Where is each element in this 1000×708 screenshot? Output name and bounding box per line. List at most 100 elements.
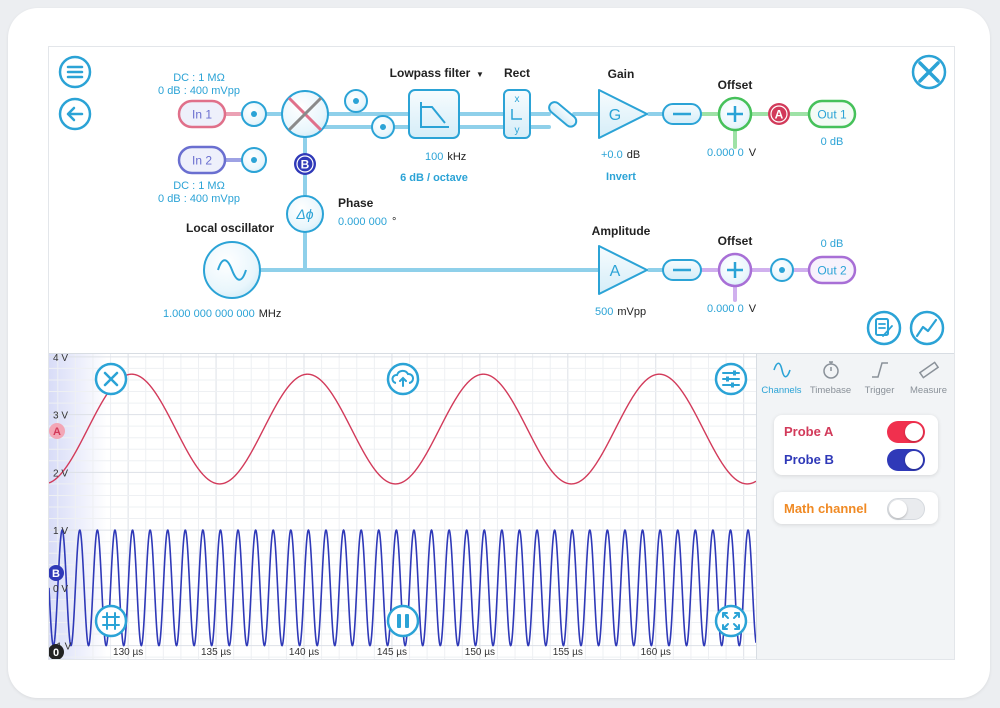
out2-gain[interactable]: 0 dB [821, 238, 844, 250]
in1-range: 0 dB : 400 mVpp [158, 85, 240, 97]
probe-b-label: Probe B [784, 452, 834, 467]
out2-probe-point[interactable] [770, 258, 794, 282]
tab-channels-label: Channels [761, 385, 802, 396]
gain-invert-button[interactable]: Invert [606, 171, 636, 183]
math-channel-toggle[interactable] [887, 498, 925, 520]
probe-a-label: Probe A [784, 424, 834, 439]
phase-shifter-block[interactable]: Δϕ [286, 195, 324, 233]
svg-text:A: A [775, 108, 784, 122]
phase-value[interactable]: 0.000 000° [338, 216, 396, 228]
trend-chart-icon[interactable] [909, 310, 945, 346]
tab-timebase-label: Timebase [809, 385, 852, 396]
fullscreen-icon[interactable] [714, 604, 748, 638]
tab-measure[interactable]: Measure [904, 354, 953, 400]
probe-a-toggle[interactable] [887, 421, 925, 443]
mixer-out-probe-1[interactable] [344, 89, 368, 113]
tab-trigger[interactable]: Trigger [855, 354, 904, 400]
lowpass-title: Lowpass filter [390, 66, 471, 80]
notes-edit-icon[interactable] [866, 310, 902, 346]
cloud-upload-icon[interactable] [386, 362, 420, 396]
back-arrow-icon[interactable] [58, 97, 92, 131]
y-tick-label: -1 V [53, 642, 72, 653]
pause-icon[interactable] [386, 604, 420, 638]
probe-b-row[interactable]: Probe B [774, 445, 938, 473]
x-tick-label: 155 µs [553, 647, 583, 658]
input-2-button[interactable]: In 2 [177, 145, 227, 175]
mixer-icon[interactable] [281, 90, 329, 138]
rect-title: Rect [504, 66, 530, 80]
probe-a-level-marker[interactable]: A [49, 423, 65, 439]
lowpass-slope[interactable]: 6 dB / octave [400, 172, 468, 184]
x-tick-label: 130 µs [113, 647, 143, 658]
lowpass-filter-block[interactable] [408, 89, 460, 139]
lowpass-dropdown-icon[interactable]: ▼ [476, 70, 484, 79]
app-window: DC : 1 MΩ 0 dB : 400 mVpp In 1 In 2 DC :… [48, 46, 955, 660]
block-diagram: DC : 1 MΩ 0 dB : 400 mVpp In 1 In 2 DC :… [58, 54, 947, 346]
in2-range: 0 dB : 400 mVpp [158, 193, 240, 205]
input-1-label: In 1 [192, 108, 212, 122]
output-2-button[interactable]: Out 2 [807, 255, 857, 285]
y-tick-label: 3 V [53, 411, 68, 422]
y-tick-label: 2 V [53, 468, 68, 479]
output-2-label: Out 2 [817, 264, 847, 278]
probe-b-toggle[interactable] [887, 449, 925, 471]
tools-settings-icon[interactable] [911, 54, 947, 90]
oscillator-title: Local oscillator [186, 221, 274, 235]
local-oscillator-block[interactable] [203, 241, 261, 299]
output-1-button[interactable]: Out 1 [807, 99, 857, 129]
negate-button-1[interactable] [662, 103, 702, 125]
svg-text:y: y [515, 125, 520, 136]
in2-probe-point[interactable] [241, 147, 267, 173]
menu-icon[interactable] [58, 55, 92, 89]
svg-text:x: x [515, 94, 520, 105]
svg-text:B: B [301, 158, 310, 172]
close-icon[interactable] [94, 362, 128, 396]
in2-coupling: DC : 1 MΩ [173, 180, 225, 192]
in1-probe-point[interactable] [241, 101, 267, 127]
x-tick-label: 145 µs [377, 647, 407, 658]
svg-text:A: A [610, 263, 621, 280]
rect-toggle-link[interactable] [547, 100, 579, 129]
sliders-settings-icon[interactable] [714, 362, 748, 396]
out1-gain[interactable]: 0 dB [821, 136, 844, 148]
trace-probe-a [49, 373, 757, 485]
x-tick-label: 140 µs [289, 647, 319, 658]
y-tick-label: 0 V [53, 584, 68, 595]
x-tick-label: 135 µs [201, 647, 231, 658]
input-1-button[interactable]: In 1 [177, 99, 227, 129]
rect-block[interactable]: x y [503, 89, 531, 139]
tab-channels[interactable]: Channels [757, 354, 806, 400]
gain-block[interactable]: G [598, 89, 648, 139]
tab-timebase[interactable]: Timebase [806, 354, 855, 400]
math-channel-card: Math channel [774, 492, 938, 524]
channel-side-panel: Channels Timebase Trigger Measure Probe … [756, 353, 954, 659]
offset2-adder-icon[interactable] [717, 252, 753, 288]
math-channel-row[interactable]: Math channel [774, 494, 938, 522]
y-tick-label: 4 V [53, 354, 68, 364]
math-channel-label: Math channel [784, 501, 868, 516]
tab-trigger-label: Trigger [864, 385, 895, 396]
mixer-out-probe-2[interactable] [371, 115, 395, 139]
probe-a-marker-diagram[interactable]: A [768, 103, 790, 125]
probe-b-level-marker[interactable]: B [49, 565, 64, 581]
output-1-label: Out 1 [817, 108, 847, 122]
svg-text:A: A [53, 426, 61, 438]
amplitude-block[interactable]: A [598, 245, 648, 295]
phase-title: Phase [338, 196, 374, 210]
time-origin-marker[interactable]: 0 [49, 644, 64, 660]
grid-toggle-icon[interactable] [94, 604, 128, 638]
probe-a-row[interactable]: Probe A [774, 417, 938, 445]
offset1-adder-icon[interactable] [717, 96, 753, 132]
negate-button-2[interactable] [662, 259, 702, 281]
probe-b-marker-diagram[interactable]: B [294, 153, 316, 175]
svg-text:0: 0 [53, 647, 59, 659]
svg-text:B: B [52, 568, 60, 580]
